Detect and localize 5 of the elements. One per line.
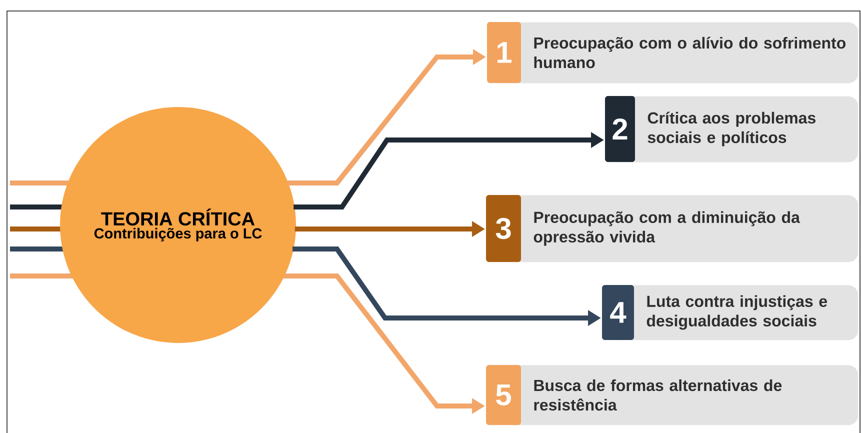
item-box: 2 Crítica aos problemas sociais e políticos (605, 96, 858, 162)
item-box: 1 Preocupação com o alívio do sofrimento humano (487, 22, 858, 84)
item-box: 5 Busca de formas alternativas de resistência (486, 364, 858, 426)
item-box: 3 Preocupação com a diminuição da opressão vivida (486, 195, 858, 262)
item-box: 4 Luta contra injustiças e desigualdades sociais (602, 284, 858, 340)
